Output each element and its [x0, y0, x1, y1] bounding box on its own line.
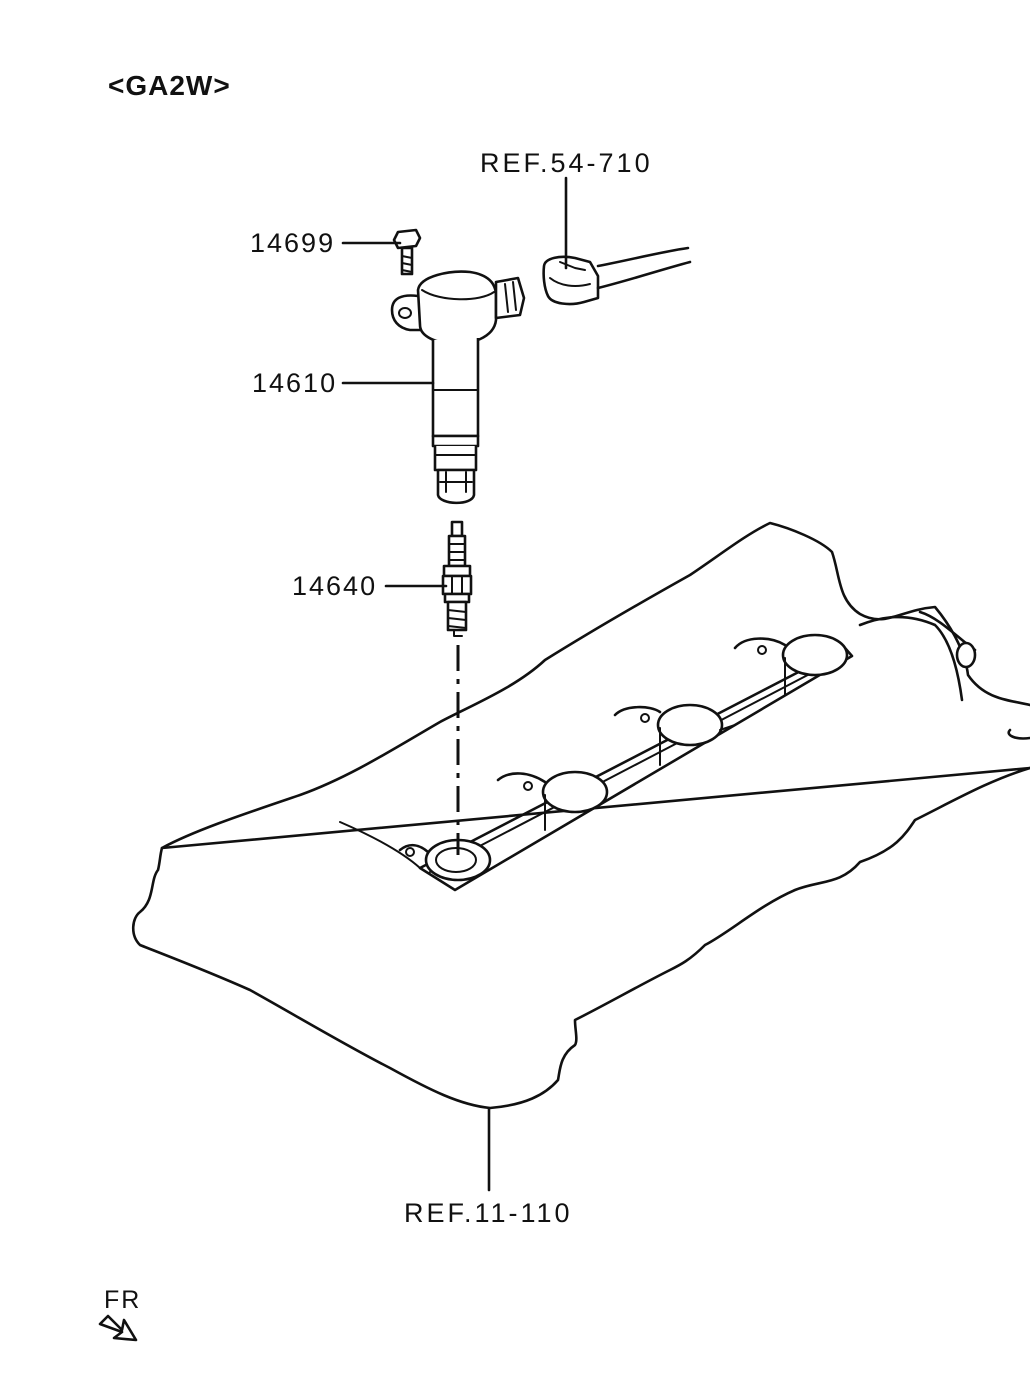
callout-bolt: 14699 [250, 228, 336, 258]
callout-spark-plug: 14640 [292, 571, 378, 601]
harness-connector [542, 246, 692, 306]
spark-plug-part [441, 520, 473, 637]
ref-connector-label: REF.54-710 [480, 148, 653, 178]
bolt-part [392, 228, 422, 276]
ref-cover-label: REF.11-110 [404, 1198, 573, 1228]
ignition-coil-part [390, 270, 526, 505]
diagram-title: <GA2W> [108, 70, 231, 101]
leader-lines [341, 176, 568, 1192]
cylinder-head-cover [131, 521, 1030, 1110]
front-direction-label: FR [104, 1286, 142, 1314]
callout-ignition-coil: 14610 [252, 368, 338, 398]
front-arrow-icon [98, 1314, 138, 1342]
